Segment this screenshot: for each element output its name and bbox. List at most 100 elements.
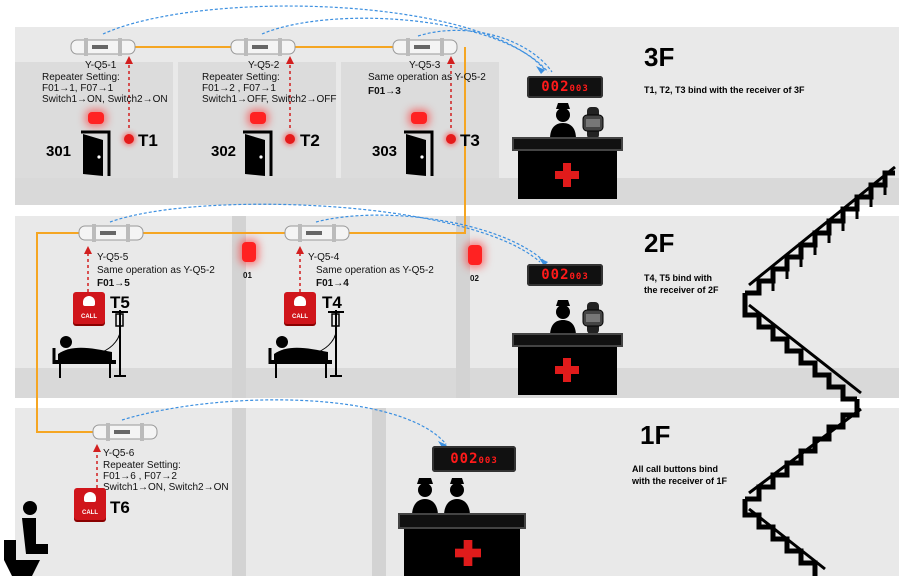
floor-2-note-line2: the receiver of 2F [644, 285, 719, 295]
repeater-q5-line2: F01→5 [97, 278, 130, 289]
floor-label-2f: 2F [644, 228, 675, 258]
repeater-q1-line3: Switch1→ON, Switch2→ON [42, 94, 168, 105]
door-lamp-icon [411, 112, 427, 124]
repeater-q6-line2: F01→6 , F07→2 [103, 471, 177, 482]
medical-cross-icon [555, 163, 579, 187]
wired-link-left [36, 232, 95, 433]
corridor-lamp-icon [242, 242, 256, 262]
floor-3-note: T1, T2, T3 bind with the receiver of 3F [644, 85, 805, 95]
floor-label-1f: 1F [640, 420, 671, 450]
corridor-lamp-icon [468, 245, 482, 265]
room-number: 303 [372, 143, 398, 160]
receiver-display-3f: 002003 [527, 76, 603, 98]
repeater-device-icon [78, 224, 144, 242]
transmitter-label: T2 [300, 131, 320, 150]
floor-label-3f: 3F [644, 42, 675, 72]
staircase-illustration [742, 165, 896, 576]
display-sub: 003 [569, 272, 589, 282]
nurse-icon [550, 103, 576, 139]
room-number: 301 [46, 143, 72, 160]
display-sub: 003 [478, 456, 498, 466]
transmitter-label: T1 [138, 131, 158, 150]
display-sub: 003 [569, 84, 589, 94]
call-button-icon [446, 134, 456, 144]
arrow-head [447, 56, 455, 64]
nurse-icon [444, 478, 470, 516]
call-button-icon [124, 134, 134, 144]
repeater-q6-line3: Switch1→ON, Switch2→ON [103, 482, 229, 493]
receiver-display-2f: 002003 [527, 264, 603, 286]
floor-1-note-line1: All call buttons bind [632, 464, 718, 474]
repeater-q1-line1: Repeater Setting: [42, 72, 120, 83]
repeater-q4-name: Y-Q5-4 [308, 252, 340, 263]
repeater-q2-line3: Switch1→OFF, Switch2→OFF [202, 94, 337, 105]
transmitter-label: T4 [322, 293, 342, 312]
repeater-q2-line1: Repeater Setting: [202, 72, 280, 83]
floor-1-note-line2: with the receiver of 1F [632, 476, 728, 486]
nurse-desk-top [398, 513, 526, 529]
wireless-link [261, 17, 549, 73]
wireless-link [121, 399, 447, 445]
pillar [456, 216, 470, 398]
watch-pager-icon [582, 302, 604, 334]
display-main: 002 [541, 267, 570, 283]
arrow-head [286, 56, 294, 64]
wireless-link [315, 214, 546, 263]
wireless-link [417, 29, 553, 73]
repeater-device-icon [284, 224, 350, 242]
transmitter-label: T3 [460, 131, 480, 150]
arrow-head [84, 246, 92, 254]
lamp-label: 01 [243, 271, 252, 280]
repeater-device-icon [70, 38, 136, 56]
repeater-q5-name: Y-Q5-5 [97, 252, 129, 263]
arrow-head [536, 66, 545, 74]
door-icon [243, 130, 273, 176]
wireless-link [109, 203, 541, 263]
wireless-link [102, 5, 546, 71]
medical-cross-icon [455, 540, 481, 566]
nurse-desk-top [512, 333, 623, 347]
hospital-bed-icon [52, 310, 128, 378]
watch-pager-icon [582, 107, 604, 139]
door-icon [404, 130, 434, 176]
arrow-head [296, 246, 304, 254]
repeater-device-icon [92, 423, 158, 441]
arrow-head [125, 56, 133, 64]
hospital-bed-icon [268, 310, 344, 378]
display-main: 002 [450, 451, 479, 467]
medical-cross-icon [555, 358, 579, 382]
repeater-q1-line2: F01→1, F07→1 [42, 83, 114, 94]
repeater-q5-line1: Same operation as Y-Q5-2 [97, 265, 215, 276]
room-number: 302 [211, 143, 237, 160]
repeater-q6-name: Y-Q5-6 [103, 448, 135, 459]
repeater-q6-line1: Repeater Setting: [103, 460, 181, 471]
repeater-q2-name: Y-Q5-2 [248, 60, 280, 71]
floor-3-strip [15, 178, 899, 205]
pillar [232, 216, 246, 398]
repeater-q3-line2: F01→3 [368, 86, 401, 97]
pillar [232, 408, 246, 576]
repeater-q3-line1: Same operation as Y-Q5-2 [368, 72, 486, 83]
pillar [372, 408, 386, 576]
repeater-q2-line2: F01→2 , F07→1 [202, 83, 276, 94]
wired-link-riser [343, 47, 466, 234]
arrow-head [93, 444, 101, 452]
toilet-person-icon [4, 501, 48, 576]
repeater-device-icon [230, 38, 296, 56]
call-box-icon: CALL [73, 292, 105, 324]
repeater-q1-name: Y-Q5-1 [85, 60, 117, 71]
door-icon [81, 130, 111, 176]
repeater-device-icon [392, 38, 458, 56]
repeater-q3-name: Y-Q5-3 [409, 60, 441, 71]
transmitter-label: T5 [110, 293, 130, 312]
call-box-icon: CALL [284, 292, 316, 324]
repeater-q4-line1: Same operation as Y-Q5-2 [316, 265, 434, 276]
nurse-desk-top [512, 137, 623, 151]
receiver-display-1f: 002003 [432, 446, 516, 472]
display-main: 002 [541, 79, 570, 95]
call-box-icon: CALL [74, 488, 106, 520]
call-button-icon [285, 134, 295, 144]
doctor-icon [412, 478, 438, 516]
nurse-icon [550, 300, 576, 336]
